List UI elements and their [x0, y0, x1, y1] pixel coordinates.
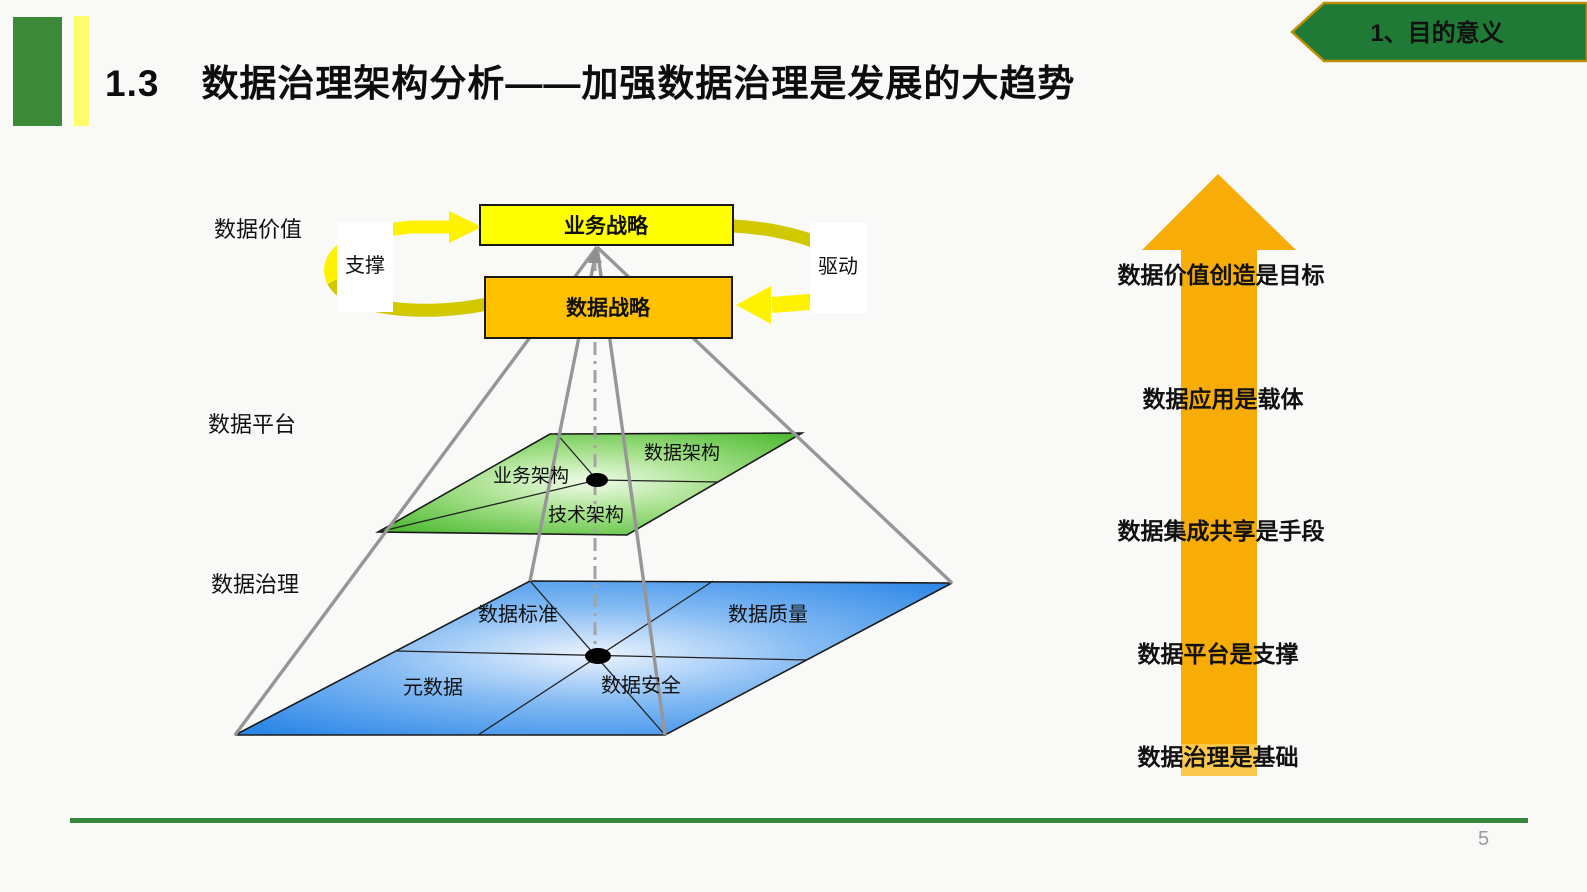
- row-label-data-governance: 数据治理: [211, 572, 299, 597]
- support-label: 支撑: [345, 254, 385, 277]
- platform-divider-line: [377, 479, 598, 533]
- ladder-label-application-carrier: 数据应用是载体: [1143, 386, 1305, 412]
- page-number: 5: [1478, 828, 1490, 850]
- business-strategy-box: [479, 204, 734, 246]
- footer-divider: [70, 818, 1528, 823]
- ladder-label-integration-means: 数据集成共享是手段: [1118, 518, 1325, 544]
- section-banner-label: 1、目的意义: [1370, 19, 1503, 47]
- ladder-arrow: [1142, 174, 1296, 744]
- section-banner: [1290, 1, 1587, 63]
- row-label-data-platform: 数据平台: [208, 412, 296, 437]
- platform-cell-tech-arch: 技术架构: [548, 504, 624, 526]
- platform-divider-line: [596, 479, 719, 483]
- platform-cell-business-arch: 业务架构: [493, 465, 569, 487]
- ladder-label-platform-support: 数据平台是支撑: [1138, 641, 1299, 667]
- ladder-label-value-goal: 数据价值创造是目标: [1118, 262, 1325, 288]
- data-strategy-box: [484, 276, 733, 339]
- governance-center-dot: [585, 648, 611, 664]
- business-strategy-label: 业务战略: [564, 214, 649, 238]
- platform-divider-line: [555, 432, 598, 481]
- drive-arrow-tail: [771, 294, 811, 313]
- center-axis-arrowhead-icon: [588, 247, 602, 263]
- support-label-chip: [337, 222, 393, 312]
- data-strategy-label: 数据战略: [566, 296, 651, 320]
- row-label-data-value: 数据价值: [214, 217, 302, 242]
- platform-center-dot: [586, 473, 608, 487]
- page-title-text: 数据治理架构分析——加强数据治理是发展的大趋势: [201, 63, 1076, 104]
- governance-cell-data-security: 数据安全: [601, 674, 681, 697]
- governance-cell-data-standard: 数据标准: [478, 603, 558, 626]
- ladder-label-governance-foundation: 数据治理是基础: [1138, 744, 1299, 770]
- header-accent-bar-yellow: [74, 16, 89, 126]
- page-title: 1.3 数据治理架构分析——加强数据治理是发展的大趋势: [105, 53, 1075, 107]
- drive-label: 驱动: [818, 255, 858, 278]
- drive-arrowhead-icon: [736, 286, 771, 324]
- section-number: 1.3: [105, 63, 160, 104]
- support-arrowhead-icon: [449, 211, 482, 243]
- drive-label-chip: [810, 223, 867, 313]
- platform-cell-data-arch: 数据架构: [644, 442, 720, 464]
- governance-cell-data-quality: 数据质量: [728, 603, 808, 626]
- governance-cell-metadata: 元数据: [403, 676, 463, 699]
- header-accent-bar-green: [13, 17, 62, 126]
- ladder-arrow-base-highlight: [1181, 744, 1257, 776]
